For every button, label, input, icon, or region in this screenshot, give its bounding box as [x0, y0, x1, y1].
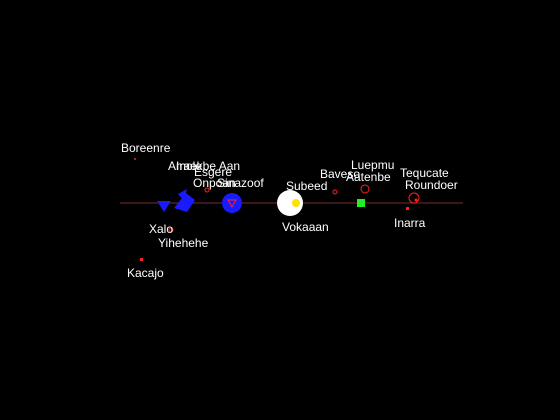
sinazoof-label: Sinazoof	[217, 176, 264, 190]
boreenre-marker[interactable]	[134, 158, 136, 160]
inarra-marker[interactable]	[406, 207, 409, 210]
blue-triangle-marker-3[interactable]	[174, 193, 195, 212]
xalo-label: Xalo	[149, 222, 173, 236]
kacajo-label: Kacajo	[127, 266, 164, 280]
roundoer-label: Roundoer	[405, 178, 458, 192]
sinazoof-triangle-icon	[227, 199, 237, 209]
xalo-marker[interactable]	[168, 227, 174, 233]
luepmu-label: Luepmu	[351, 158, 394, 172]
vokaaan-star-halo[interactable]	[277, 190, 303, 216]
luepmu-marker[interactable]	[360, 184, 370, 194]
subeed-label: Subeed	[286, 179, 327, 193]
sinazoof-planet[interactable]	[222, 193, 242, 213]
esgere-label: Esgere	[194, 165, 232, 179]
tequcate-inner-dot	[414, 198, 418, 202]
green-station-marker[interactable]	[357, 199, 365, 207]
vokaaan-label: Vokaaan	[282, 220, 329, 234]
tequcate-label: Tequcate	[400, 166, 449, 180]
tequcate-marker[interactable]	[408, 192, 420, 204]
kacajo-marker[interactable]	[140, 258, 143, 261]
iraekbe-aan-label: Iraekbe Aan	[176, 159, 240, 173]
yihehehe-label: Yihehehe	[158, 236, 209, 250]
aatenbe-label: Aatenbe	[346, 170, 391, 184]
inarra-label: Inarra	[394, 216, 426, 230]
baveso-label: Baveso	[320, 167, 360, 181]
blue-triangle-marker-1[interactable]	[157, 201, 171, 212]
amole-label: Amole	[168, 159, 202, 173]
boreenre-label: Boreenre	[121, 141, 171, 155]
esgere-marker[interactable]	[204, 187, 210, 193]
onpoan-label: Onpoan	[193, 176, 236, 190]
baveso-marker[interactable]	[332, 189, 338, 195]
vokaaan-star-core	[292, 199, 300, 207]
